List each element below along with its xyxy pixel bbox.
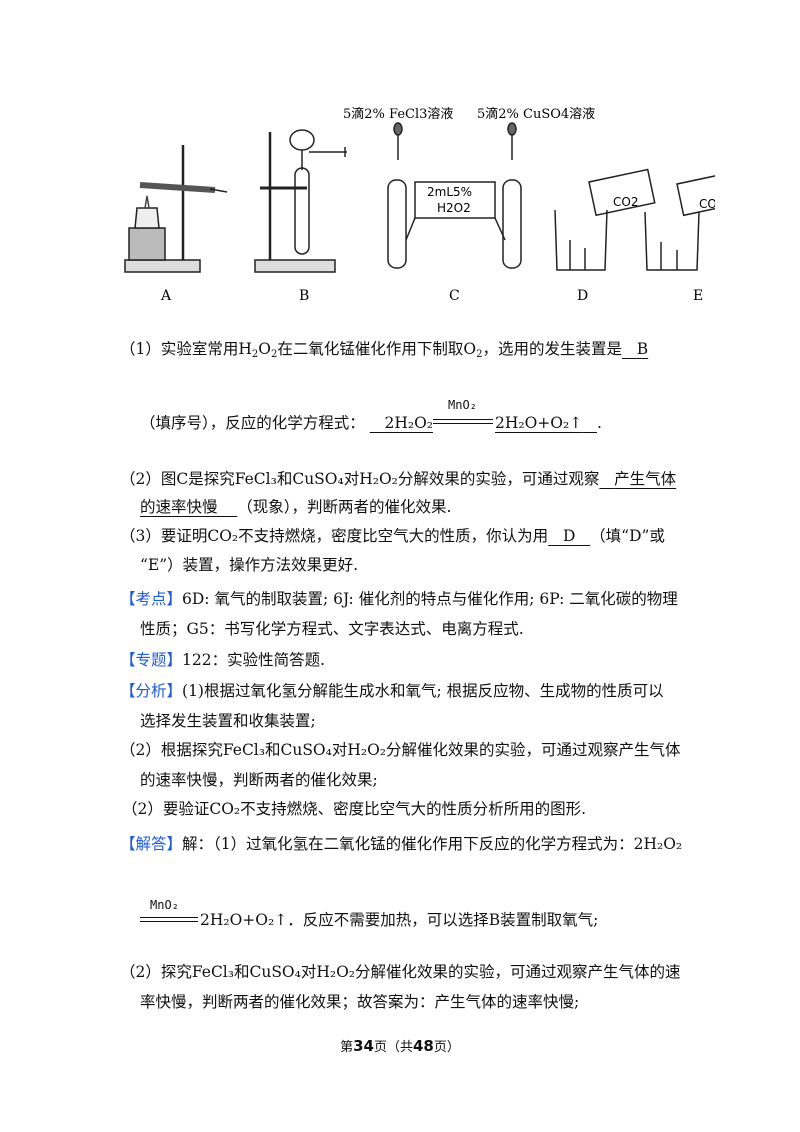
q3-answer: D (562, 527, 576, 545)
label-e: E (693, 288, 703, 304)
apparatus-d (554, 168, 656, 271)
kaodian-line2: 性质；G5：书写化学方程式、文字表达式、电离方程式. (140, 620, 524, 638)
page-total: 48 (413, 1037, 434, 1055)
fenxi-line5: （2）要验证CO₂不支持燃烧、密度比空气大的性质分析所用的图形. (122, 800, 587, 818)
jieda-eq-bar-top (140, 917, 198, 918)
co2-label-e: CO2 (699, 197, 715, 211)
fenxi-line4: 的速率快慢，判断两者的催化效果; (140, 771, 378, 789)
jieda-line1: 【解答】解：（1）过氧化氢在二氧化锰的催化作用下反应的化学方程式为：2H₂O₂ (120, 835, 683, 853)
label-c: C (449, 288, 460, 304)
fenxi-tag: 【分析】 (120, 682, 183, 700)
apparatus-c (387, 122, 522, 269)
fenxi-line1: 【分析】(1)根据过氧化氢分解能生成水和氧气; 根据反应物、生成物的性质可以 (120, 682, 664, 700)
q2-line1: （2）图C是探究FeCl₃和CuSO₄对H₂O₂分解效果的实验，可通过观察 产生… (120, 470, 677, 488)
label-a: A (160, 288, 172, 304)
jieda-eq-bar-bot (140, 921, 198, 922)
q2-answer-part2: 的速率快慢 (140, 498, 218, 516)
fecl3-label: 5滴2% FeCl3溶液 (343, 106, 453, 122)
q1-mid: 在二氧化锰催化作用下制取 (277, 340, 464, 358)
box-line1: 2mL5% (427, 185, 472, 199)
q1-catalyst: MnO₂ (448, 398, 477, 412)
q1-prefix: （1）实验室常用 (120, 340, 239, 358)
cuso4-label: 5滴2% CuSO4溶液 (477, 106, 595, 122)
label-d: D (577, 288, 588, 304)
q1-tail: ，选用的发生装置是 (482, 340, 622, 358)
zhuanti-line: 【专题】122：实验性简答题. (120, 651, 326, 669)
apparatus-a (124, 145, 228, 273)
q1-line1: （1）实验室常用H2O2在二氧化锰催化作用下制取O2，选用的发生装置是 B (120, 340, 649, 360)
q2-answer-part1: 产生气体 (614, 470, 677, 488)
q1-line2-prefix: （填序号），反应的化学方程式： (140, 414, 365, 432)
zhuanti-tag: 【专题】 (120, 651, 183, 669)
q3-line2: “E”）装置，操作方法效果更好. (140, 556, 359, 574)
apparatus-b (254, 129, 347, 273)
page-footer: 第34页（共48页） (340, 1037, 460, 1055)
jieda-catalyst: MnO₂ (150, 898, 179, 912)
q1-eq-bar-top (433, 419, 493, 420)
fenxi-line2: 选择发生装置和收集装置; (140, 712, 316, 730)
page-number: 34 (353, 1037, 374, 1055)
label-b: B (299, 288, 309, 304)
jieda-line4: 率快慢，判断两者的催化效果；故答案为：产生气体的速率快慢; (140, 993, 580, 1011)
q1-eq-bar-bot (433, 423, 493, 424)
q1-answer: B (636, 340, 649, 358)
apparatus-e (644, 171, 715, 271)
jieda-line3: （2）探究FeCl₃和CuSO₄对H₂O₂分解催化效果的实验，可通过观察产生气体… (120, 963, 681, 981)
q2-line2: 的速率快慢 （现象），判断两者的催化效果. (140, 498, 452, 516)
co2-label-d: CO2 (613, 195, 638, 209)
fenxi-line3: （2）根据探究FeCl₃和CuSO₄对H₂O₂分解催化效果的实验，可通过观察产生… (120, 741, 681, 759)
kaodian-tag: 【考点】 (120, 590, 183, 608)
jieda-line2: 2H₂O+O₂↑．反应不需要加热，可以选择B装置制取氧气; (200, 911, 599, 929)
jieda-tag: 【解答】 (120, 835, 183, 853)
box-line2: H2O2 (437, 201, 471, 215)
q3-line1: （3）要证明CO₂不支持燃烧，密度比空气大的性质，你认为用 D （填“D”或 (120, 527, 665, 545)
apparatus-figure: 5滴2% FeCl3溶液 5滴2% CuSO4溶液 A B 2mL5% H2O2 (124, 106, 715, 304)
kaodian-line1: 【考点】6D: 氧气的制取装置; 6J: 催化剂的特点与催化作用; 6P: 二氧… (120, 590, 678, 608)
